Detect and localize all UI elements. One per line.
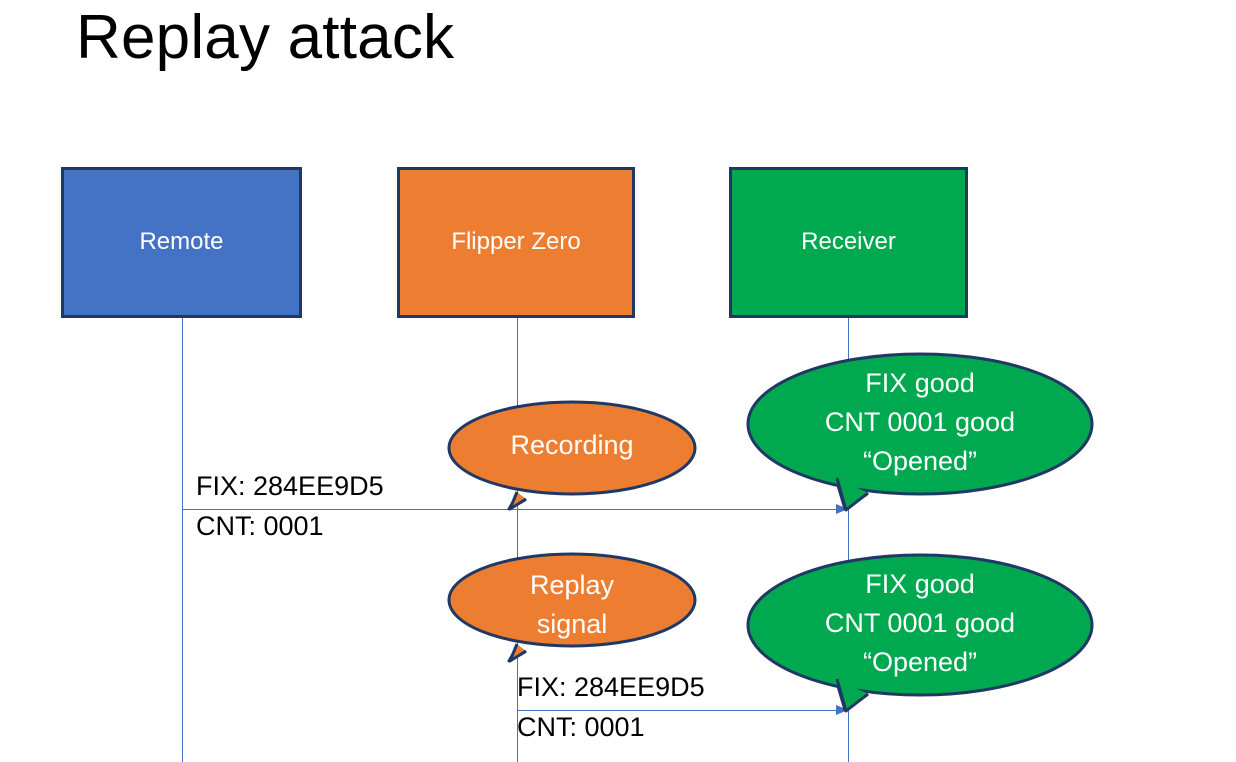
callout-recording[interactable]: Recording [447,400,697,512]
arrow-head-icon [836,705,848,715]
actor-label-remote: Remote [139,228,224,256]
actor-label-flipper: Flipper Zero [451,228,581,256]
message-2-fix-label: FIX: 284EE9D5 [517,672,705,702]
message-1-cnt-label: CNT: 0001 [196,511,324,541]
callout-result-second[interactable]: FIX good CNT 0001 good “Opened” [745,553,1095,713]
callout-replay-signal[interactable]: Replay signal [447,552,697,664]
actor-box-receiver[interactable]: Receiver [729,167,968,318]
lifeline-remote [182,318,183,762]
arrow-head-icon [836,504,848,514]
message-1-fix-label: FIX: 284EE9D5 [196,471,384,501]
lifeline-flipper [517,318,518,762]
callout-result-first[interactable]: FIX good CNT 0001 good “Opened” [745,352,1095,512]
actor-box-flipper[interactable]: Flipper Zero [397,167,635,318]
actor-label-receiver: Receiver [801,228,896,256]
page-title: Replay attack [76,3,455,72]
message-line [517,710,848,711]
actor-box-remote[interactable]: Remote [61,167,302,318]
lifeline-receiver [848,318,849,762]
message-2-cnt-label: CNT: 0001 [517,712,645,742]
message-line [182,509,848,510]
